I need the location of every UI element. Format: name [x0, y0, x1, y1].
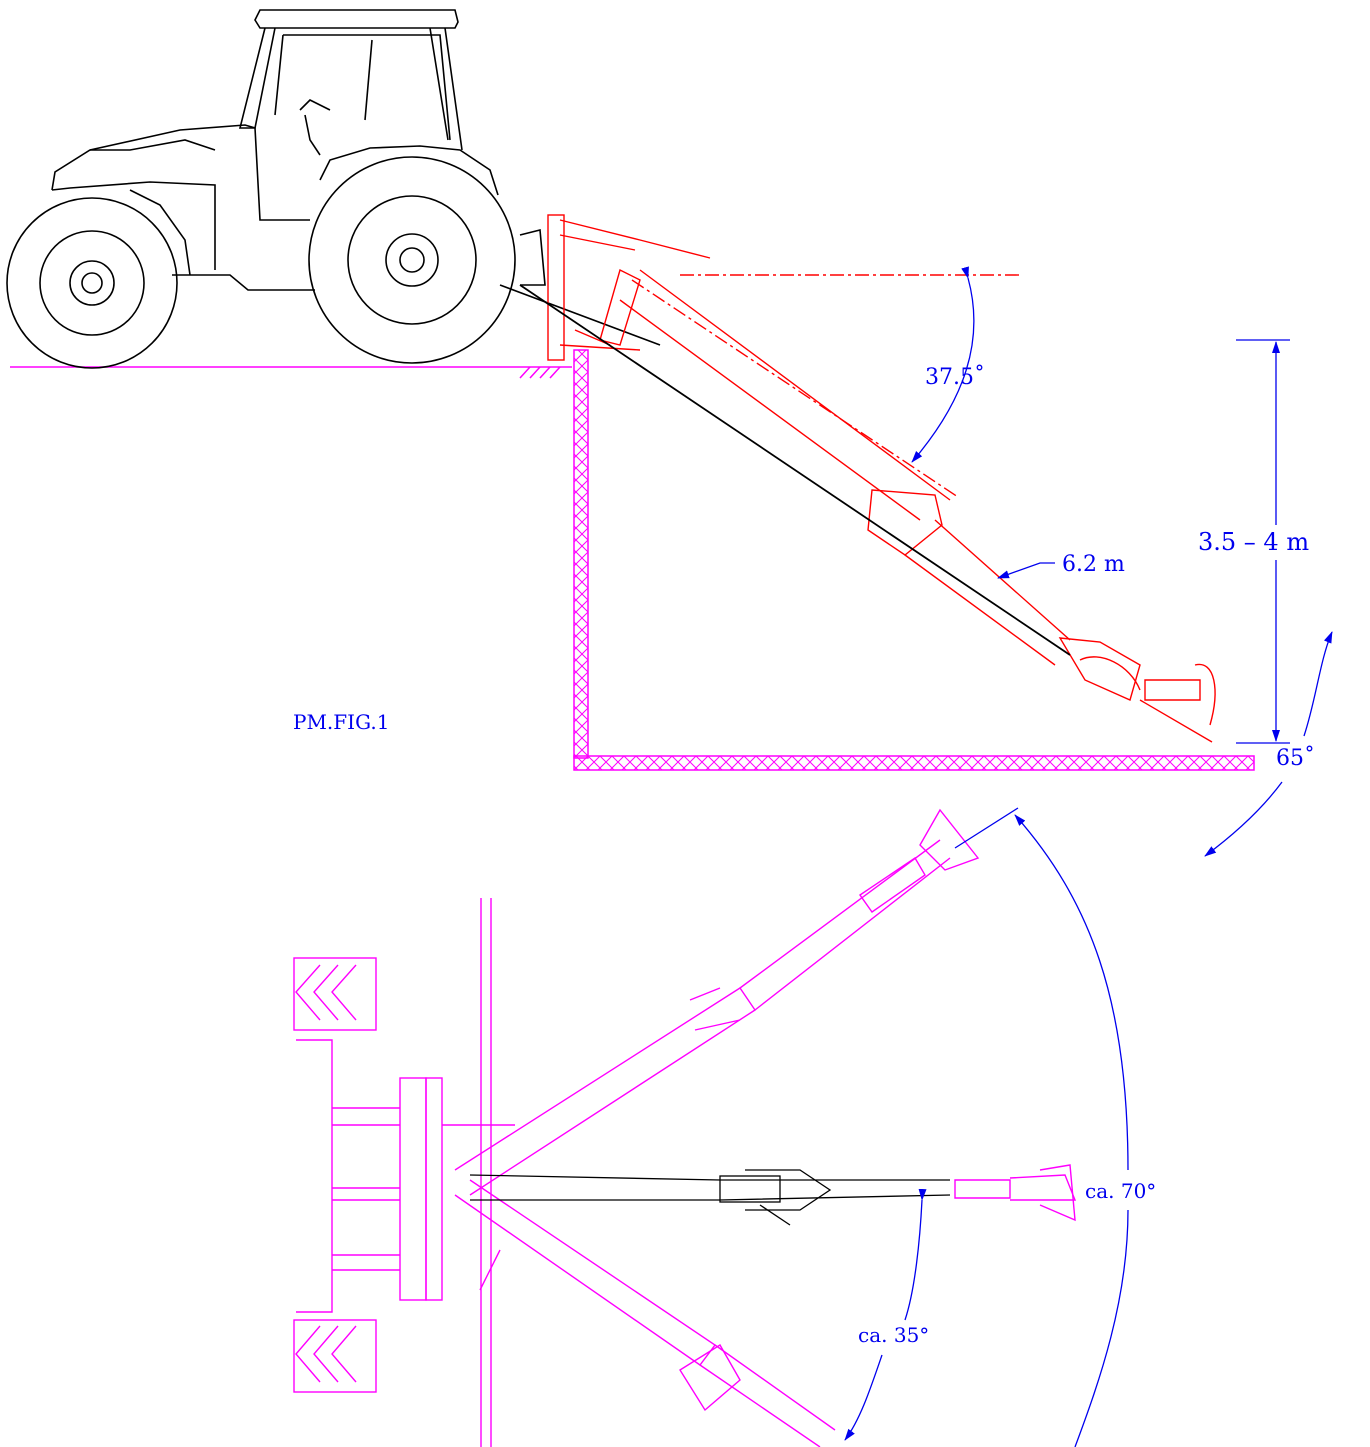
rear-wheel	[308, 156, 516, 364]
angle-dimension-37	[911, 266, 975, 463]
drive-shaft	[519, 284, 1071, 656]
depth-label: 3.5 – 4 m	[1198, 528, 1309, 556]
trench-wall	[573, 349, 1255, 771]
swing-half-label: ca. 35°	[858, 1323, 929, 1347]
swing-arc-70	[954, 807, 1129, 1447]
figure-label: PM.FIG.1	[293, 710, 389, 734]
tilt-angle-dimension	[1204, 631, 1333, 857]
angle-label-37: 37.5˚	[925, 363, 985, 390]
boom-lower-position	[454, 1179, 836, 1447]
swing-full-label: ca. 70°	[1085, 1179, 1156, 1203]
boom-upper-position	[454, 808, 980, 1196]
front-wheel	[6, 197, 178, 369]
boom-side-view	[547, 214, 1216, 743]
swing-arc-35	[844, 1188, 927, 1441]
boom-length-label: 6.2 m	[1062, 552, 1125, 577]
boom-length-dimension	[997, 562, 1055, 579]
tractor-top-view	[293, 898, 515, 1447]
boom-center-tip	[954, 1164, 1077, 1222]
tilt-angle-label: 65˚	[1276, 744, 1315, 771]
boom-center-position	[469, 1169, 951, 1226]
depth-dimension	[1236, 339, 1290, 744]
tractor-side	[6, 9, 661, 369]
